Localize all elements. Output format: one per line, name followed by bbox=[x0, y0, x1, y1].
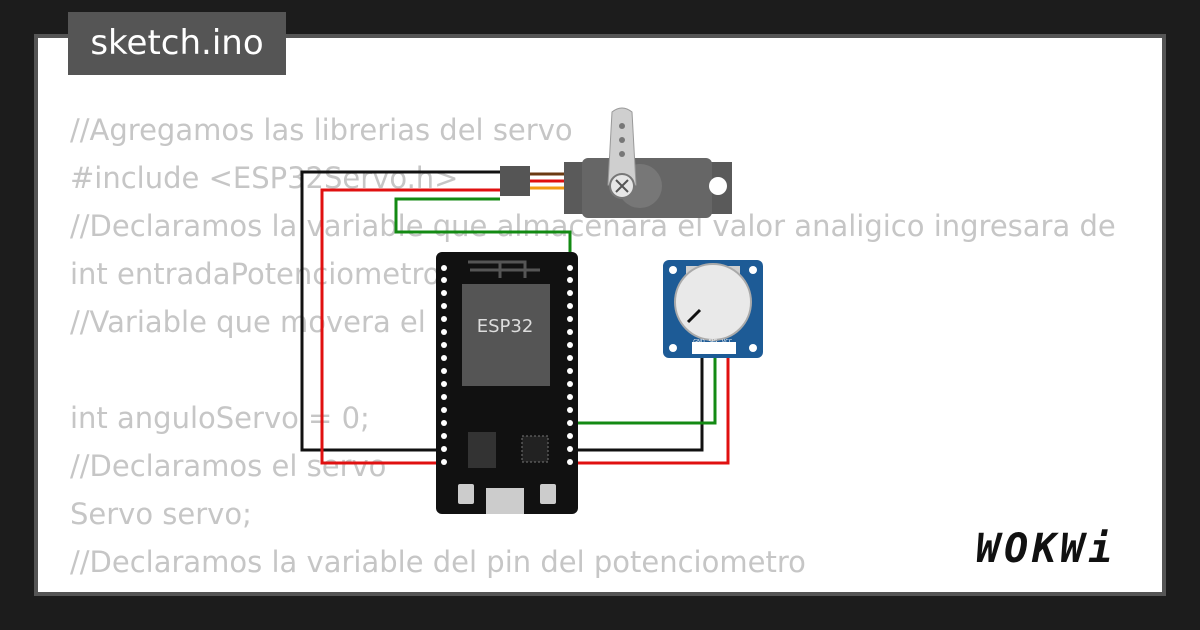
pot-knob[interactable] bbox=[674, 263, 752, 341]
esp32-board[interactable]: ESP32 bbox=[436, 252, 578, 514]
code-line: //Agregamos las librerias del servo bbox=[70, 113, 573, 147]
potentiometer[interactable]: GND SIG VCC bbox=[663, 260, 763, 358]
wire-black bbox=[300, 170, 704, 452]
code-line: //Declaramos el servo bbox=[70, 449, 387, 483]
usb-port bbox=[486, 488, 524, 514]
code-line: //Declaramos la variable del pin del pot… bbox=[70, 545, 806, 579]
code-line: //Declaramos la variable que almacenara … bbox=[70, 209, 1116, 243]
wire-green-2 bbox=[570, 350, 717, 425]
pot-pin-label-sig: SIG bbox=[709, 339, 718, 345]
code-line: //Variable que movera el bbox=[70, 305, 426, 339]
antenna-trace bbox=[468, 260, 540, 278]
pins-left bbox=[441, 265, 447, 465]
servo-leads bbox=[530, 172, 568, 190]
voltage-regulator bbox=[468, 432, 496, 468]
pot-indicator bbox=[686, 308, 702, 324]
pot-pin-header bbox=[692, 342, 736, 354]
pins-right bbox=[567, 265, 573, 465]
code-editor: //Agregamos las librerias del servo #inc… bbox=[70, 106, 1116, 592]
pot-pin-label-vcc: VCC bbox=[722, 339, 733, 345]
usb-uart-chip bbox=[521, 435, 549, 463]
servo-motor[interactable] bbox=[500, 107, 732, 218]
wire-green bbox=[394, 197, 572, 270]
servo-mount-hole bbox=[709, 177, 727, 195]
code-line: Servo servo; bbox=[70, 497, 252, 531]
board-label: ESP32 bbox=[477, 316, 534, 337]
reset-button[interactable] bbox=[540, 484, 556, 504]
wokwi-logo: WOKWi bbox=[976, 526, 1117, 572]
preview-card: //Agregamos las librerias del servo #inc… bbox=[34, 34, 1166, 596]
code-line: int anguloServo = 0; bbox=[70, 401, 370, 435]
file-tab[interactable]: sketch.ino bbox=[68, 12, 286, 75]
servo-connector bbox=[500, 166, 530, 196]
esp32-module bbox=[462, 284, 550, 386]
boot-button[interactable] bbox=[458, 484, 474, 504]
code-line: int entradaPotenciometro bbox=[70, 257, 441, 291]
wire-red bbox=[320, 188, 730, 465]
pot-pin-label-gnd: GND bbox=[693, 339, 705, 345]
servo-horn bbox=[607, 107, 637, 186]
